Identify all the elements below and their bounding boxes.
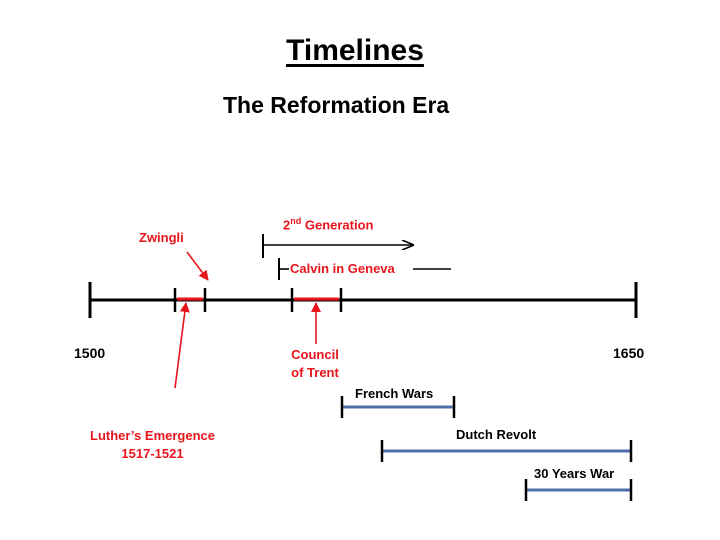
second-generation-label: 2nd Generation xyxy=(283,216,374,233)
council-of-trent-line1: Council xyxy=(291,347,339,362)
luther-emergence-line2: 1517-1521 xyxy=(121,446,184,461)
luther-arrow xyxy=(174,302,190,389)
page-title: Timelines xyxy=(286,34,424,67)
axis-end-label: 1650 xyxy=(613,345,645,361)
council-of-trent-label: Council of Trent xyxy=(280,346,350,382)
zwingli-arrow xyxy=(186,251,209,281)
calvin-label: Calvin in Geneva xyxy=(290,261,395,276)
page-subtitle: The Reformation Era xyxy=(223,92,450,118)
luther-emergence-line1: Luther’s Emergence xyxy=(90,428,215,443)
luther-emergence-label: Luther’s Emergence 1517-1521 xyxy=(70,427,235,463)
dutch-revolt-label: Dutch Revolt xyxy=(456,427,537,442)
zwingli-label: Zwingli xyxy=(139,230,184,245)
french-wars-label: French Wars xyxy=(355,386,434,401)
council-of-trent-line2: of Trent xyxy=(291,365,339,380)
thirty-years-war-label: 30 Years War xyxy=(534,466,615,481)
axis-start-label: 1500 xyxy=(74,345,106,361)
